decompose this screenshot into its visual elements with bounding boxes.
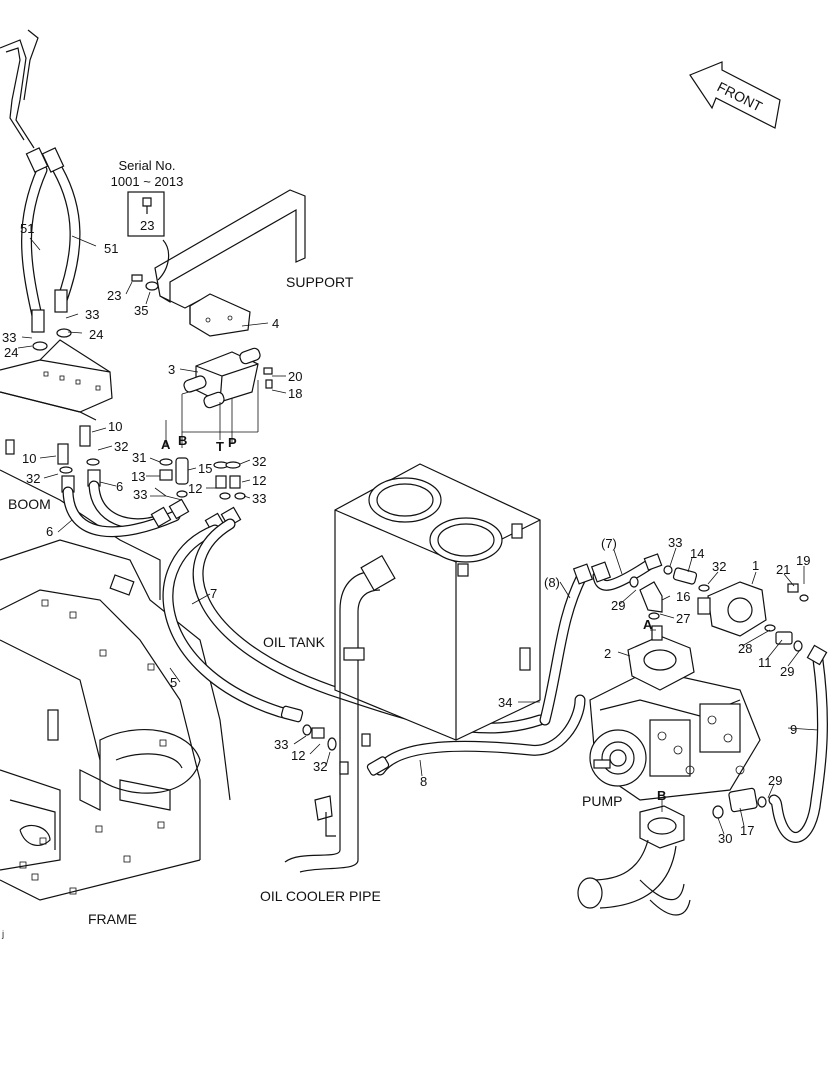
- port-b-pump: B: [657, 788, 666, 803]
- callout: 33: [668, 535, 682, 550]
- callout: 32: [26, 471, 40, 486]
- callout: 30: [718, 831, 732, 846]
- callout: 6: [46, 524, 53, 539]
- frame-structure: [0, 339, 231, 901]
- callout: 2: [604, 646, 611, 661]
- serial-line2: 1001 ~ 2013: [111, 174, 184, 189]
- suction-pipe: [577, 805, 691, 916]
- callout: 7: [210, 586, 217, 601]
- callout: 51: [104, 241, 118, 256]
- callout: 23: [107, 288, 121, 303]
- callout: 33: [252, 491, 266, 506]
- leader-lines: [17, 235, 819, 835]
- front-arrow: FRONT: [689, 61, 781, 129]
- callout: (7): [601, 536, 617, 551]
- pump-assembly: [589, 625, 761, 801]
- callout: 20: [288, 369, 302, 384]
- callout: 34: [498, 695, 512, 710]
- callout: 12: [252, 473, 266, 488]
- hose-34: [539, 553, 663, 726]
- callout: 13: [131, 469, 145, 484]
- callout: 29: [780, 664, 794, 679]
- callout-numbers: 51 51 33 24 33 24 23 35 4 3 20 18 10 32 …: [2, 221, 810, 846]
- callout: 6: [116, 479, 123, 494]
- label-boom: BOOM: [8, 496, 51, 512]
- callout: 27: [676, 611, 690, 626]
- callout: 28: [738, 641, 752, 656]
- port-p: P: [228, 435, 237, 450]
- callout: 33: [2, 330, 16, 345]
- callout: 33: [274, 737, 288, 752]
- callout: 32: [252, 454, 266, 469]
- support-bracket: [131, 189, 306, 337]
- callout: 24: [89, 327, 103, 342]
- callout: 35: [134, 303, 148, 318]
- callout: 29: [768, 773, 782, 788]
- serial-line1: Serial No.: [118, 158, 175, 173]
- right-fittings: [629, 565, 828, 843]
- callout: 31: [132, 450, 146, 465]
- oil-cooler-pipe: [284, 554, 396, 873]
- hoses-6-10: [57, 425, 190, 538]
- callout: 51: [20, 221, 34, 236]
- port-a-pump: A: [643, 617, 653, 632]
- callout: 15: [198, 461, 212, 476]
- callout: 4: [272, 316, 279, 331]
- front-label: FRONT: [715, 78, 766, 114]
- callout: 24: [4, 345, 18, 360]
- serial-part: 23: [140, 218, 154, 233]
- port-t: T: [216, 439, 224, 454]
- callout: 11: [758, 655, 772, 670]
- label-oil-cooler-pipe: OIL COOLER PIPE: [260, 888, 381, 904]
- callout: 32: [114, 439, 128, 454]
- corner-mark: ʲ: [1, 928, 4, 943]
- control-valve: [165, 347, 273, 448]
- label-pump: PUMP: [582, 793, 622, 809]
- port-a-valve: A: [161, 437, 171, 452]
- callout: 21: [776, 562, 790, 577]
- callout: 12: [291, 748, 305, 763]
- callout: 9: [790, 722, 797, 737]
- callout: 14: [690, 546, 704, 561]
- callout: 10: [108, 419, 122, 434]
- callout: 29: [611, 598, 625, 613]
- callout: (8): [544, 575, 560, 590]
- valve-fittings: [150, 457, 246, 501]
- callout: 32: [313, 759, 327, 774]
- callout: 10: [22, 451, 36, 466]
- label-frame: FRAME: [88, 911, 137, 927]
- callout: 8: [420, 774, 427, 789]
- callout: 19: [796, 553, 810, 568]
- callout: 33: [85, 307, 99, 322]
- gear-pump: [697, 581, 776, 637]
- serial-note: Serial No. 1001 ~ 2013 23: [111, 158, 184, 281]
- label-oil-tank: OIL TANK: [263, 634, 326, 650]
- callout: 32: [712, 559, 726, 574]
- boom-hoses: [0, 29, 81, 351]
- callout: 5: [170, 675, 177, 690]
- callout: 16: [676, 589, 690, 604]
- port-b-valve: B: [178, 433, 187, 448]
- label-support: SUPPORT: [286, 274, 354, 290]
- serial-box: [127, 191, 165, 237]
- oil-tank: [334, 463, 541, 741]
- callout: 18: [288, 386, 302, 401]
- callout: 1: [752, 558, 759, 573]
- callout: 12: [188, 481, 202, 496]
- callout: 3: [168, 362, 175, 377]
- callout: 17: [740, 823, 754, 838]
- callout: 33: [133, 487, 147, 502]
